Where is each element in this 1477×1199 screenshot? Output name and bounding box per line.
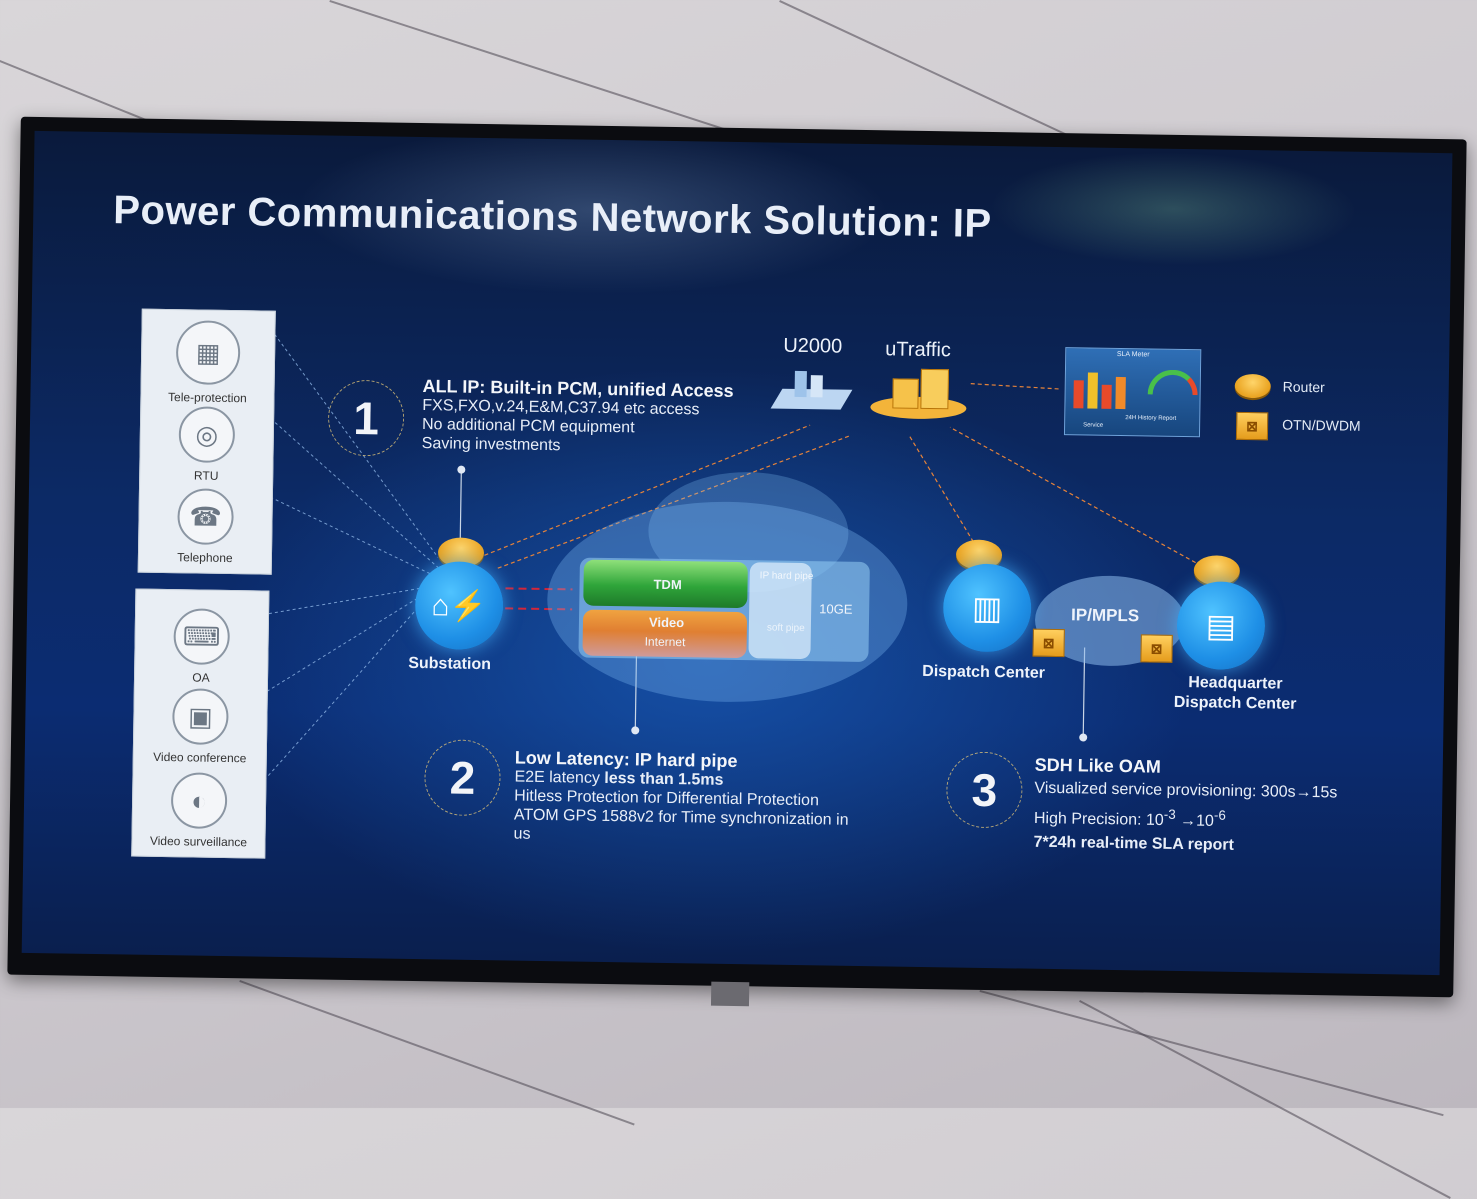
sla-title: SLA Meter [1116, 350, 1150, 359]
wall-line [779, 0, 1071, 138]
point3-text: SDH Like OAM Visualized service provisio… [1033, 753, 1415, 861]
service-tele-protection: ▦ Tele-protection [141, 320, 274, 406]
service-oa: ⌨ OA [135, 608, 268, 686]
dispatch-center-label: Dispatch Center [922, 662, 1046, 682]
service-video-surveillance: ◐ Video surveillance [132, 772, 265, 850]
ipmpls-label: IP/MPLS [1070, 605, 1140, 626]
substation-icon: ⌂⚡ [431, 588, 488, 623]
tv-mount [710, 981, 750, 1007]
bandwidth-label: 10GE [819, 601, 853, 617]
office-desk-icon: ⌨ [173, 608, 231, 666]
service-label: RTU [193, 468, 219, 483]
sla-meter-screenshot: SLA Meter 24H History Report Service [1063, 347, 1202, 438]
utraffic-server-icon [870, 366, 967, 424]
wall-line [979, 990, 1444, 1117]
service-label: Tele-protection [167, 390, 247, 406]
service-video-conference: ▣ Video conference [134, 688, 267, 766]
tdm-label: TDM [653, 576, 682, 593]
internet-label: Internet [644, 634, 686, 650]
service-label: Telephone [177, 550, 233, 566]
wall-line [329, 0, 730, 132]
point2-line-prefix: E2E latency [514, 768, 605, 787]
utraffic-label: uTraffic [885, 338, 952, 362]
video-label: Video [648, 614, 685, 631]
dispatch-otn-icon: ⊠ [1032, 628, 1065, 658]
sla-service-label: Service [1083, 422, 1104, 429]
service-rtu: ◎ RTU [140, 406, 273, 484]
sla-report-label: 24H History Report [1125, 415, 1177, 422]
legend-router: Router [1282, 378, 1325, 396]
precision-exp: -3 [1163, 806, 1176, 822]
hq-label-line: Dispatch Center [1173, 693, 1297, 713]
surveillance-camera-icon: ◐ [170, 772, 228, 830]
u2000-label: U2000 [783, 334, 843, 358]
rtu-device-icon: ◎ [178, 406, 236, 464]
hq-otn-icon: ⊠ [1140, 634, 1173, 663]
service-telephone: ☎ Telephone [139, 488, 272, 566]
hq-label-line: Headquarter [1188, 674, 1283, 693]
wall-line [239, 980, 635, 1126]
precision-mid: →10 [1175, 812, 1214, 830]
service-label: Video surveillance [149, 833, 248, 850]
point1-text: ALL IP: Built-in PCM, unified Access FXS… [422, 376, 783, 459]
legend-otn: OTN/DWDM [1282, 416, 1361, 434]
service-label: OA [192, 670, 210, 685]
server-rack-icon: ▦ [175, 320, 241, 386]
services-panel-bottom: ⌨ OA ▣ Video conference ◐ Video surveill… [131, 588, 270, 859]
point2-line-bold: less than 1.5ms [604, 769, 724, 789]
television-frame: Power Communications Network Solution: I… [7, 116, 1467, 1007]
otn-legend-icon: ⊠ [1235, 411, 1269, 441]
presentation-slide: Power Communications Network Solution: I… [21, 130, 1453, 976]
precision-prefix: High Precision: 10 [1033, 810, 1164, 830]
precision-exp: -6 [1213, 807, 1226, 823]
hard-pipe-label: IP hard pipe [759, 570, 814, 583]
service-label: Video conference [153, 749, 247, 766]
tower-icon: ▤ [1205, 607, 1237, 644]
substation-label: Substation [408, 654, 492, 674]
router-legend-icon [1234, 373, 1271, 399]
services-panel-top: ▦ Tele-protection ◎ RTU ☎ Telephone [137, 308, 276, 575]
building-icon: ▥ [971, 589, 1003, 627]
u2000-server-icon [770, 369, 853, 416]
connector-lines [259, 324, 1209, 785]
telephone-icon: ☎ [177, 488, 235, 546]
point2-text: Low Latency: IP hard pipe E2E latency le… [513, 748, 894, 850]
wall-line [1079, 1000, 1451, 1199]
video-conference-icon: ▣ [171, 688, 229, 746]
soft-pipe-label: soft pipe [766, 622, 805, 635]
headquarter-label: Headquarter Dispatch Center [1174, 673, 1297, 715]
